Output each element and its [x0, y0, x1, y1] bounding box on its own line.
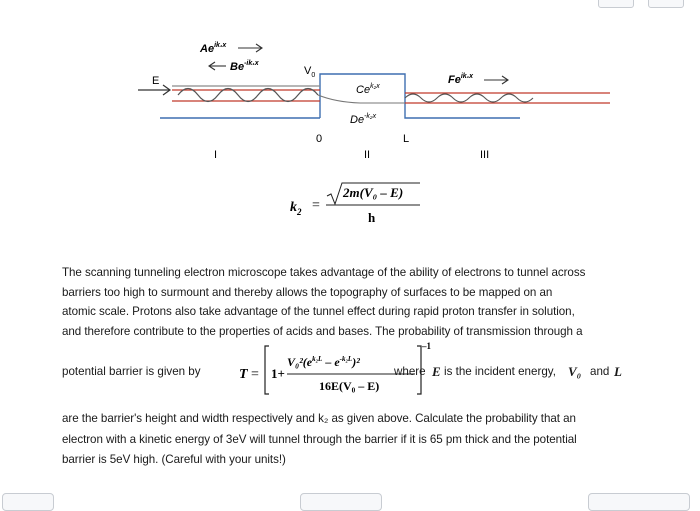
- energy-label: E: [152, 75, 159, 87]
- region-3-label: III: [480, 149, 489, 161]
- reflected-wave-arrow-head: [208, 61, 216, 71]
- k2-denominator: h: [368, 210, 376, 225]
- transmitted-wave-label: Feik₁x: [448, 73, 474, 86]
- barrier-height-label: V0: [304, 65, 315, 79]
- svg-text:k2: k2: [290, 200, 302, 217]
- incident-wave-arrow-head: [255, 43, 263, 53]
- eq-suffix-V0: V₀: [568, 364, 582, 379]
- barrier-wave-C-label: Cek₂x: [356, 83, 380, 96]
- tunneling-diagram: E Aeik₁x Be-ik₁x V0 Cek₂x De-k₂x Feik₁x …: [138, 42, 610, 225]
- toolbar-next-button[interactable]: [648, 0, 684, 8]
- question-paragraph: are the barrier's height and width respe…: [62, 409, 662, 471]
- position-zero-label: 0: [316, 133, 322, 145]
- T-denominator: 16E(V₀ – E): [319, 379, 379, 393]
- svg-text:T: T: [239, 367, 249, 382]
- svg-text:=: =: [251, 367, 259, 382]
- position-L-label: L: [403, 133, 409, 145]
- eq-suffix-where: where: [394, 365, 426, 378]
- svg-text:=: =: [312, 198, 320, 213]
- region-2-label: II: [364, 149, 370, 161]
- incident-wave-label: Aeik₁x: [199, 42, 227, 55]
- barrier-outline: [319, 73, 520, 119]
- transmitted-wave-curve: [404, 93, 534, 103]
- bottom-toolbar: [0, 490, 700, 511]
- eq-suffix-E: E: [432, 364, 441, 379]
- T-exponent: –1: [421, 341, 432, 351]
- barrier-wave-D-label: De-k₂x: [350, 113, 377, 126]
- question-line-3: barrier is 5eV high. (Careful with your …: [62, 453, 286, 466]
- toolbar-prev-button[interactable]: [598, 0, 634, 8]
- barrier-decay-curve: [317, 94, 405, 104]
- T-formula: T = 1+ V₀²(ek₂L – e-k₂L)² 16E(V₀ – E) –1: [239, 341, 432, 395]
- bottom-center-button[interactable]: [300, 493, 382, 511]
- intro-line-1: The scanning tunneling electron microsco…: [62, 266, 586, 279]
- reflected-wave-label: Be-ik₁x: [230, 60, 260, 73]
- svg-text:1+: 1+: [271, 366, 285, 381]
- k2-formula: k2 = 2m(V₀ – E) h: [290, 182, 420, 225]
- intro-line-2: barriers too high to surmount and thereb…: [62, 285, 553, 299]
- intro-paragraph: The scanning tunneling electron microsco…: [62, 263, 662, 341]
- eq-prefix: potential barrier is given by: [62, 365, 201, 378]
- eq-suffix-incident: is the incident energy,: [444, 365, 556, 378]
- bottom-left-button[interactable]: [2, 493, 54, 511]
- top-toolbar: [0, 0, 700, 10]
- intro-line-3: atomic scale. Protons also take advantag…: [62, 305, 575, 319]
- T-numerator: V₀²(ek₂L – e-k₂L)²: [287, 355, 360, 369]
- eq-suffix-and: and: [590, 365, 610, 378]
- eq-suffix-L: L: [614, 364, 622, 379]
- bottom-right-button[interactable]: [588, 493, 690, 511]
- question-line-2: electron with a kinetic energy of 3eV wi…: [62, 432, 577, 446]
- k2-numerator: 2m(V₀ – E): [342, 185, 403, 200]
- incident-wave: [177, 87, 319, 103]
- question-line-1: are the barrier's height and width respe…: [62, 412, 576, 425]
- intro-line-4: and therefore contribute to the properti…: [62, 324, 583, 338]
- transmission-equation-line: potential barrier is given by T = 1+ V₀²…: [62, 340, 682, 400]
- transmitted-wave-arrow-head: [501, 75, 509, 85]
- incident-arrow-head: [162, 84, 172, 96]
- region-1-label: I: [214, 149, 217, 161]
